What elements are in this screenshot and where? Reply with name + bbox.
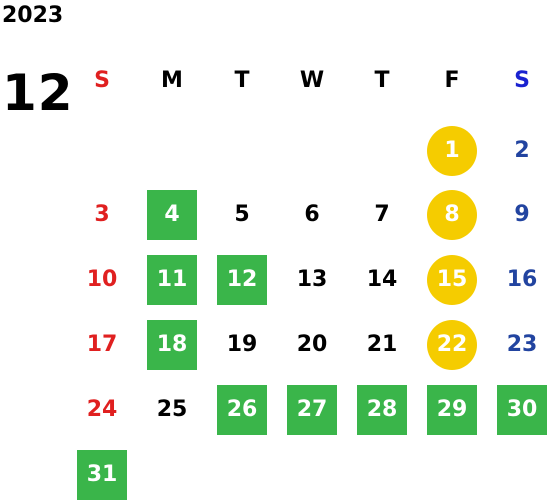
day-5[interactable]: 5 [234,202,250,227]
day-21[interactable]: 21 [366,332,398,357]
weekday-thursday: T [374,68,390,93]
day-1[interactable]: 1 [427,126,477,176]
weekday-saturday: S [514,68,530,93]
day-18[interactable]: 18 [147,320,197,370]
day-23[interactable]: 23 [506,332,538,357]
day-6[interactable]: 6 [304,202,320,227]
day-8[interactable]: 8 [427,190,477,240]
day-17[interactable]: 17 [86,332,118,357]
day-9[interactable]: 9 [514,202,530,227]
day-12[interactable]: 12 [217,255,267,305]
weekday-wednesday: W [299,68,325,93]
day-11[interactable]: 11 [147,255,197,305]
day-31[interactable]: 31 [77,450,127,500]
day-22[interactable]: 22 [427,320,477,370]
day-10[interactable]: 10 [86,267,118,292]
day-27[interactable]: 27 [287,385,337,435]
weekday-tuesday: T [234,68,250,93]
day-24[interactable]: 24 [86,397,118,422]
weekday-friday: F [444,68,460,93]
day-19[interactable]: 19 [226,332,258,357]
day-26[interactable]: 26 [217,385,267,435]
day-13[interactable]: 13 [296,267,328,292]
day-16[interactable]: 16 [506,267,538,292]
weekday-sunday: S [94,68,110,93]
year-label: 2023 [2,3,64,28]
day-2[interactable]: 2 [514,138,530,163]
day-28[interactable]: 28 [357,385,407,435]
day-7[interactable]: 7 [374,202,390,227]
day-15[interactable]: 15 [427,255,477,305]
day-29[interactable]: 29 [427,385,477,435]
weekday-monday: M [161,68,183,93]
day-25[interactable]: 25 [156,397,188,422]
month-label: 12 [2,64,74,122]
day-20[interactable]: 20 [296,332,328,357]
day-30[interactable]: 30 [497,385,547,435]
day-4[interactable]: 4 [147,190,197,240]
day-3[interactable]: 3 [94,202,110,227]
day-14[interactable]: 14 [366,267,398,292]
